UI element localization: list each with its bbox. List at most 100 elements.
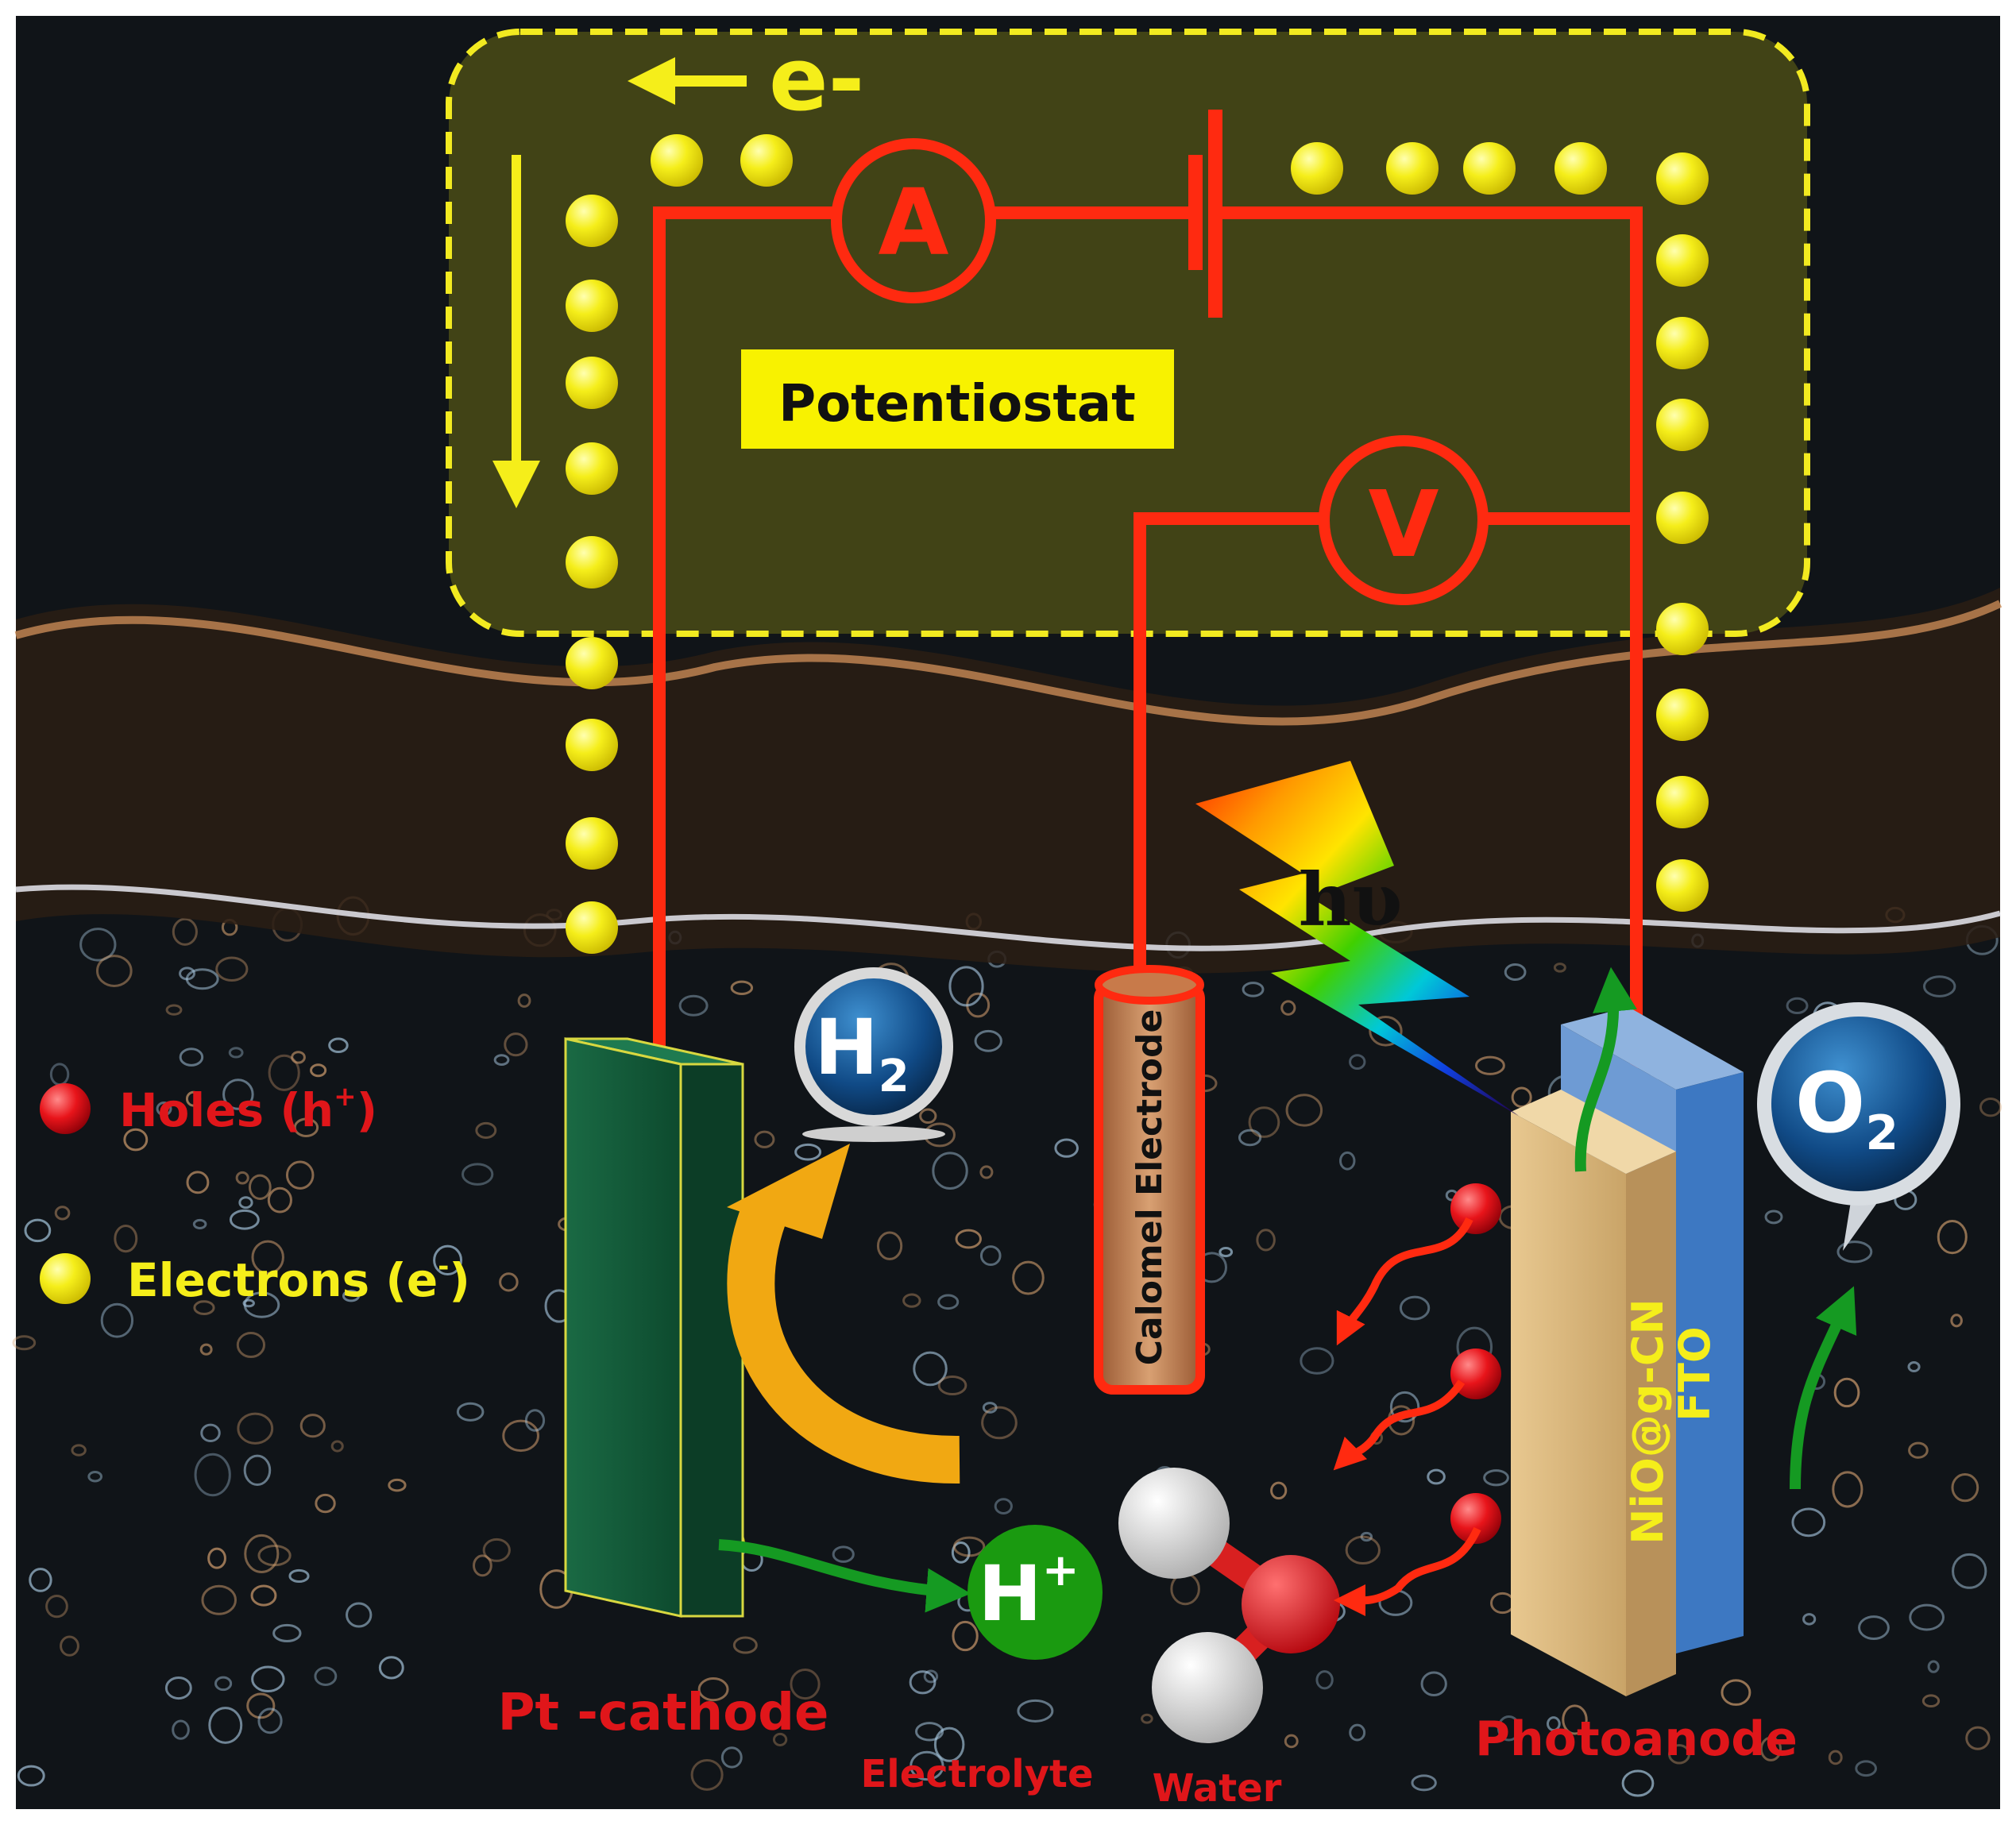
texture-ring <box>1833 1377 1860 1408</box>
electron <box>566 719 618 771</box>
texture-ring <box>229 1209 260 1230</box>
texture-ring <box>179 1048 204 1067</box>
texture-ring <box>1497 1715 1521 1742</box>
proton-label: H+ <box>978 1545 1079 1638</box>
texture-ring <box>1668 1744 1690 1765</box>
texture-ring <box>346 1602 373 1628</box>
texture-ring <box>250 1584 277 1607</box>
texture-ring <box>919 1108 937 1124</box>
texture-ring <box>238 1196 253 1210</box>
texture-ring <box>299 1414 326 1438</box>
electron <box>1656 492 1709 544</box>
texture-ring <box>1909 1603 1945 1631</box>
electron <box>1656 234 1709 287</box>
electron <box>566 357 618 409</box>
texture-ring <box>251 1665 285 1692</box>
texture-ring <box>114 1225 138 1253</box>
electron <box>566 817 618 870</box>
texture-ring <box>235 1171 249 1185</box>
texture-ring <box>1420 1671 1447 1697</box>
electron-flow-arrow <box>628 57 747 105</box>
texture-ring <box>12 1335 37 1351</box>
interface-line-top <box>14 600 2002 726</box>
legend-holes-label: Holes (h+) <box>119 1081 377 1137</box>
texture-ring <box>1759 1736 1782 1761</box>
texture-ring <box>156 1102 172 1117</box>
legend-hole-swatch <box>40 1083 91 1134</box>
electron <box>740 134 793 187</box>
texture-ring <box>242 1298 255 1308</box>
texture-ring <box>172 1719 190 1740</box>
texture-ring <box>473 1554 492 1577</box>
texture-ring <box>475 1121 497 1139</box>
texture-ring <box>228 1047 244 1059</box>
hole <box>1450 1493 1501 1544</box>
texture-ring <box>937 1294 960 1310</box>
texture-ring <box>45 1595 68 1619</box>
texture-ring <box>1721 1679 1751 1706</box>
texture-ring <box>1562 1704 1588 1735</box>
texture-ring <box>1802 1613 1817 1626</box>
texture-ring <box>1937 1220 1968 1255</box>
photoanode-nio-layer <box>1511 1090 1676 1696</box>
texture-ring <box>932 1152 968 1190</box>
texture-ring <box>1360 1531 1373 1542</box>
texture-ring <box>482 1538 511 1562</box>
texture-ring <box>314 1666 338 1686</box>
voltmeter-label: V <box>1368 472 1439 578</box>
texture-ring <box>1256 1229 1276 1252</box>
texture-ring <box>29 1568 52 1592</box>
texture-ring <box>123 1128 149 1152</box>
texture-ring <box>215 956 249 982</box>
texture-ring <box>952 1536 986 1557</box>
texture-ring <box>328 1037 349 1054</box>
texture-ring <box>1300 1347 1334 1375</box>
electron <box>1656 399 1709 451</box>
texture-ring <box>1411 1774 1437 1792</box>
texture-ring <box>342 1290 361 1302</box>
texture-ring <box>1965 1726 1991 1750</box>
texture-ring <box>186 1171 210 1194</box>
texture-ring <box>244 1534 280 1574</box>
green-arrow-up-photoanode <box>1574 967 1637 1172</box>
texture-ring <box>194 1453 231 1497</box>
potentiostat-label-box <box>741 349 1174 449</box>
hole-arrow-1 <box>1336 1217 1473 1346</box>
texture-ring <box>1855 1760 1877 1777</box>
texture-ring <box>1054 1138 1079 1158</box>
texture-ring <box>185 1090 202 1107</box>
texture-ring <box>1621 1769 1655 1797</box>
texture-ring <box>201 1584 238 1615</box>
texture-ring <box>499 1272 519 1292</box>
texture-ring <box>1504 963 1527 982</box>
electrolyte-label: Electrolyte <box>860 1752 1093 1796</box>
texture-ring <box>165 1004 183 1016</box>
orange-curved-arrow <box>727 1144 960 1484</box>
texture-ring <box>979 1165 994 1179</box>
ammeter-label: A <box>878 170 948 276</box>
texture-ring <box>1952 1553 1987 1589</box>
texture-ring <box>291 1051 306 1064</box>
texture-ring <box>1483 1469 1509 1487</box>
water-label: Water <box>1153 1766 1282 1811</box>
legend-electron-swatch <box>40 1253 91 1304</box>
texture-ring <box>790 1669 821 1700</box>
texture-ring <box>517 994 531 1008</box>
texture-ring <box>237 1412 274 1445</box>
texture-ring <box>1270 1481 1288 1500</box>
texture-ring <box>876 1231 903 1260</box>
texture-ring <box>285 1160 315 1190</box>
texture-ring <box>172 917 198 946</box>
cathode-label: Pt -cathode <box>498 1684 829 1742</box>
texture-ring <box>315 1493 336 1514</box>
texture-ring <box>1280 1000 1296 1016</box>
texture-ring <box>1242 982 1265 997</box>
electron <box>566 536 618 588</box>
texture-ring <box>1345 1535 1381 1565</box>
texture-ring <box>493 1054 510 1066</box>
texture-ring <box>1218 1246 1234 1258</box>
interface-line-bottom <box>15 884 2001 951</box>
texture-ring <box>1791 1507 1826 1538</box>
texture-ring <box>955 1229 982 1249</box>
texture-ring <box>288 1568 310 1584</box>
